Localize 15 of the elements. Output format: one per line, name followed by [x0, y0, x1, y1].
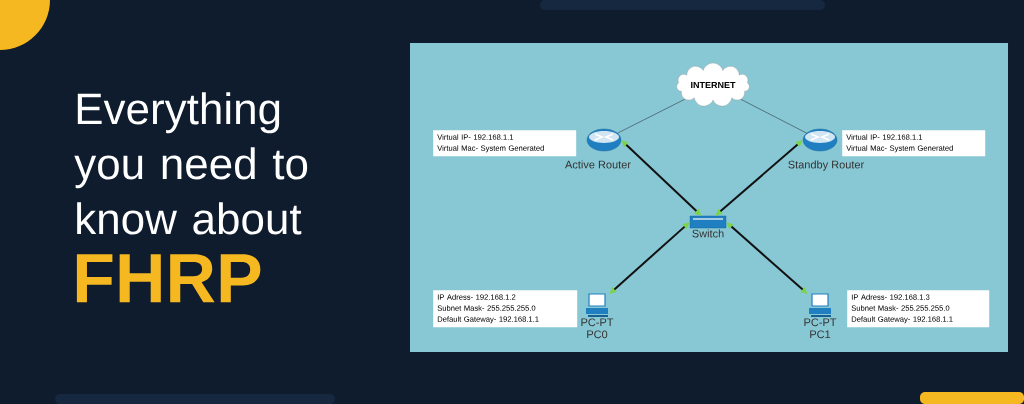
- heading-keyword: FHRP: [76, 254, 261, 303]
- cloud: INTERNET: [676, 62, 750, 107]
- node-label: PC0: [587, 330, 608, 339]
- node-label: PC-PT: [804, 318, 837, 327]
- node-label: Standby Router: [788, 160, 865, 171]
- connection-line: [740, 99, 807, 134]
- node-label: PC1: [810, 330, 831, 339]
- node-label: PC-PT: [581, 318, 614, 327]
- heading: Everything you need to know about: [74, 92, 308, 235]
- switch: Switch: [689, 215, 727, 238]
- computer: PC-PT PC0: [581, 293, 614, 339]
- connection-line: [617, 98, 686, 134]
- node-label: Switch: [692, 229, 724, 238]
- node-label: Active Router: [565, 160, 631, 169]
- computer: PC-PT PC1: [804, 293, 837, 339]
